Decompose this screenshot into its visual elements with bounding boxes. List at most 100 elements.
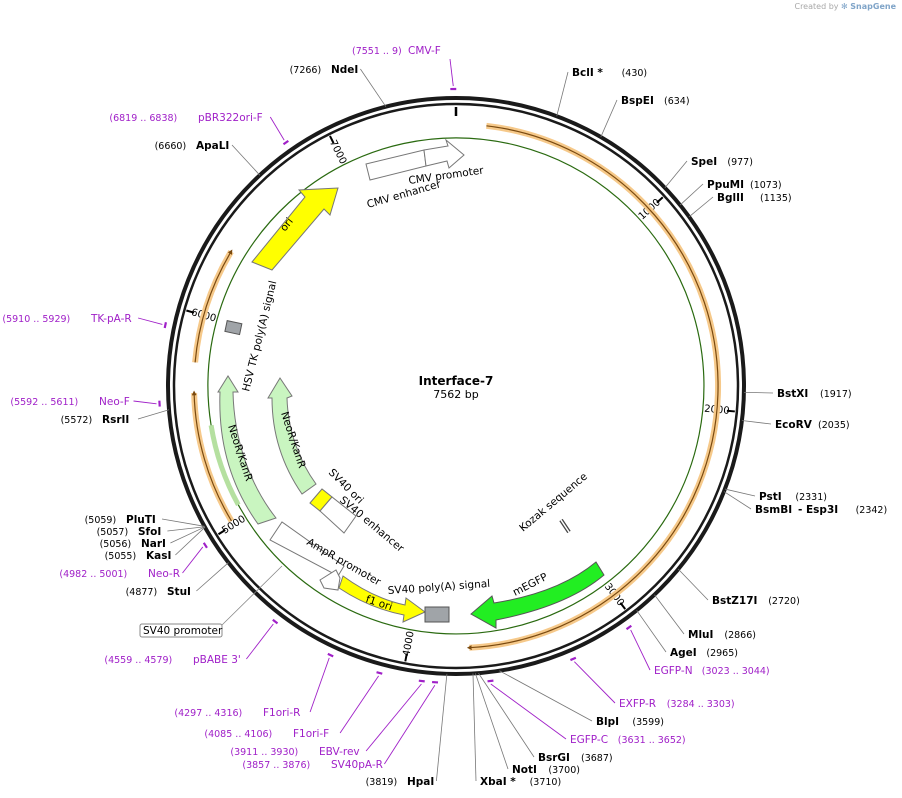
enzyme-site[interactable]: PstI(2331): [724, 488, 827, 503]
primer-site[interactable]: (6819 .. 6838)pBR322ori-F: [109, 112, 289, 146]
cmv-promoter-arrow[interactable]: [423, 138, 465, 169]
megfp-arrow[interactable]: [470, 561, 605, 629]
enzyme-site[interactable]: XbaI *(3710): [472, 673, 561, 788]
primer-leader: [137, 317, 163, 325]
enzyme-leader: [436, 673, 448, 782]
primer-name: TK-pA-R: [90, 313, 132, 325]
enzyme-site[interactable]: (5055)KasI: [105, 526, 206, 562]
orf-cmv-to-egfp[interactable]: [466, 125, 719, 650]
primer-mark: [376, 671, 383, 675]
orf-neo[interactable]: [207, 137, 705, 635]
enzyme-position: (5057): [97, 527, 129, 538]
ampr-promoter-arrow[interactable]: [269, 521, 345, 577]
enzyme-position: (2965): [706, 648, 738, 659]
enzyme-site[interactable]: BsrGI(3687): [478, 672, 613, 764]
enzyme-site[interactable]: SpeI(977): [664, 156, 753, 189]
enzyme-site[interactable]: BsmBI- Esp3I(2342): [723, 491, 888, 516]
primer-site[interactable]: (3911 .. 3930)EBV-rev: [230, 679, 425, 758]
enzyme-site[interactable]: (7266)NdeI: [290, 64, 387, 107]
enzyme-site[interactable]: AgeI(2965): [636, 610, 738, 659]
enzyme-site[interactable]: (5057) SfoI: [97, 526, 205, 538]
enzyme-leader: [556, 71, 569, 117]
primer-leader: [182, 546, 204, 574]
enzyme-name: EcoRV: [775, 419, 813, 431]
orf-arcs: [191, 122, 721, 651]
primer-site[interactable]: (3631 .. 3652)EGFP-C: [487, 679, 686, 746]
ori-arrow[interactable]: [251, 187, 339, 271]
enzyme-site[interactable]: (5059)PluTI: [85, 514, 205, 527]
enzyme-site[interactable]: BlpI(3599): [499, 670, 664, 728]
enzyme-site[interactable]: (5056)NarI: [100, 526, 206, 550]
enzyme-name: StuI: [167, 586, 191, 598]
primer-name: EBV-rev: [319, 746, 360, 758]
sv40-enhancer-box[interactable]: [319, 496, 357, 534]
enzyme-name: BsrGI: [538, 752, 570, 764]
primer-site[interactable]: (3023 .. 3044)EGFP-N: [625, 624, 770, 677]
primer-range: (4297 .. 4316): [174, 708, 242, 719]
primer-mark: [327, 652, 334, 658]
enzyme-site[interactable]: (5572)RsrII: [61, 409, 170, 426]
hsv-tk-label: HSV TK poly(A) signal: [240, 279, 279, 392]
enzyme-position: (1917): [820, 389, 852, 400]
enzyme-site[interactable]: BstXI(1917): [743, 388, 852, 400]
enzyme-name: SpeI: [691, 156, 717, 168]
sv40-promoter-tag-label: SV40 promoter: [143, 625, 223, 637]
snapgene-credit: Created by ✻ SnapGene: [794, 2, 896, 11]
enzyme-site[interactable]: MluI(2866): [654, 594, 756, 641]
ampr-promoter-head[interactable]: [319, 569, 341, 591]
enzyme-leader: [600, 99, 618, 138]
enzyme-leader: [499, 670, 593, 722]
primer-site[interactable]: (4982 .. 5001)Neo-R: [59, 542, 208, 580]
primer-site[interactable]: (4559 .. 4579)pBABE 3': [104, 618, 279, 666]
enzyme-leader: [679, 183, 704, 206]
primer-site[interactable]: (3857 .. 3876)SV40pA-R: [242, 680, 439, 771]
enzyme-leader: [137, 409, 170, 420]
primer-site[interactable]: (5910 .. 5929)TK-pA-R: [2, 313, 168, 329]
enzyme-position: (3599): [632, 717, 664, 728]
enzyme-site[interactable]: PpuMI(1073): [679, 179, 782, 206]
kozak-label: Kozak sequence: [517, 471, 590, 535]
tick-mark: [656, 196, 664, 204]
enzyme-site[interactable]: (4877)StuI: [126, 562, 229, 598]
neor-inner-arrow[interactable]: [267, 377, 317, 495]
enzyme-name: XbaI *: [480, 776, 516, 788]
credit-prefix: Created by: [794, 2, 839, 11]
enzyme-name: BstZ17I: [712, 595, 757, 607]
enzyme-name: SfoI: [138, 526, 161, 538]
primer-leader: [246, 623, 274, 660]
primer-name: CMV-F: [408, 45, 441, 57]
primer-name: SV40pA-R: [331, 759, 383, 771]
tick-mark: [186, 309, 195, 314]
hsv-tk-polya-box[interactable]: [224, 320, 243, 336]
primer-leader: [133, 400, 157, 405]
sv40-promoter-tag[interactable]: [139, 623, 223, 638]
tick-mark: [217, 529, 226, 536]
f1-ori-arrow[interactable]: [338, 575, 426, 623]
orf-left-upper[interactable]: [194, 249, 233, 363]
primer-site[interactable]: (5592 .. 5611)Neo-F: [10, 396, 161, 408]
primer-site[interactable]: (4297 .. 4316) F1ori-R: [174, 652, 334, 719]
sv40-polya-box[interactable]: [424, 606, 450, 623]
enzyme-position: (634): [664, 96, 690, 107]
enzyme-site[interactable]: EcoRV(2035): [741, 419, 850, 431]
enzyme-leader: [741, 420, 772, 425]
enzyme-site[interactable]: (6660)ApaLI: [155, 140, 261, 176]
enzyme-site[interactable]: BspEI(634): [600, 95, 690, 138]
primer-range: (3631 .. 3652): [618, 735, 686, 746]
primer-site[interactable]: (3284 .. 3303)EXFP-R: [569, 656, 735, 710]
enzyme-site[interactable]: BclI *(430): [556, 67, 647, 117]
primer-name: F1ori-R: [263, 707, 300, 719]
primer-site[interactable]: (4085 .. 4106)F1ori-F: [204, 671, 383, 740]
enzyme-site[interactable]: (3819)HpaI: [366, 673, 448, 788]
orf-left-lower[interactable]: [191, 390, 233, 522]
enzyme-position: (7266): [290, 65, 322, 76]
plasmid-length: 7562 bp: [433, 388, 478, 401]
neor-outer-arrow[interactable]: [217, 375, 277, 525]
enzyme-site[interactable]: NotI(3700): [474, 673, 580, 776]
enzyme-position: (2331): [795, 492, 827, 503]
primer-site[interactable]: (7551 .. 9)CMV-F: [352, 45, 457, 91]
enzyme-leader: [231, 144, 261, 176]
enzyme-position: (2342): [856, 505, 888, 516]
enzyme-site[interactable]: BglII(1135): [688, 192, 792, 218]
enzyme-site[interactable]: BstZ17I(2720): [677, 568, 800, 607]
